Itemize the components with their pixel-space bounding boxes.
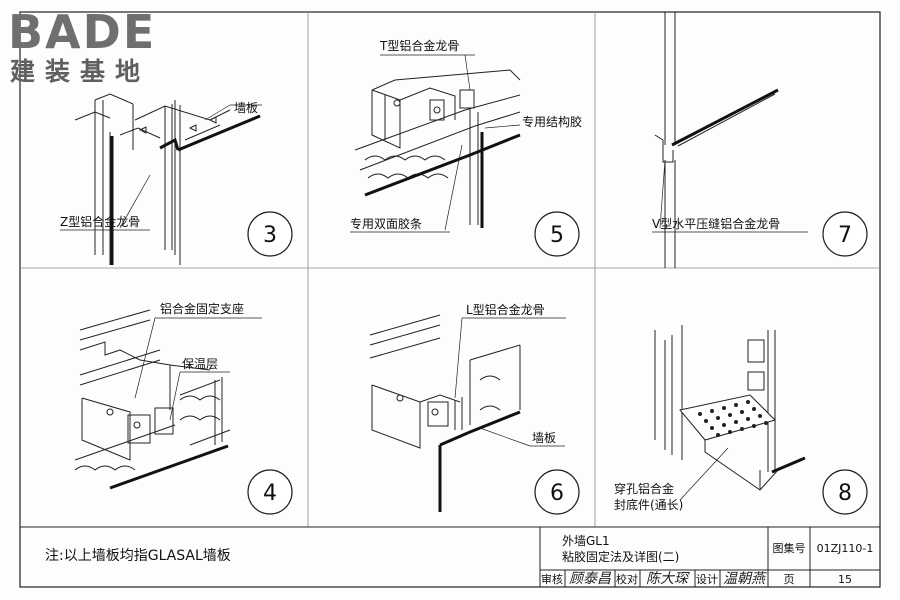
callout-label: 专用双面胶条 [350,216,422,231]
detail-number-circle [247,469,293,515]
general-note: 注:以上墙板均指GLASAL墙板 [45,548,231,564]
detail-number-circle [534,469,580,515]
detail-number: 3 [263,223,277,248]
detail-number-circle [822,469,868,515]
detail-number: 5 [550,223,564,248]
detail-number: 8 [838,481,852,506]
callout-label: 墙板 [532,431,556,445]
detail-panel-4: 铝合金固定支座 保温层 4 [74,301,293,515]
page-label: 页 [784,573,795,586]
callout-label: 穿孔铝合金 [614,481,674,496]
check-signature: 陈大琛 [646,571,690,587]
design-label: 设计 [696,573,718,586]
check-label: 校对 [616,572,638,586]
detail-panel-3: 墙板 Z型铝合金龙骨 3 [60,93,293,265]
page-number: 15 [838,573,852,586]
drawing-title-line2: 粘胶固定法及详图(二) [562,549,679,564]
review-signature: 顾泰昌 [569,571,612,587]
detail-number-circle [822,211,868,257]
detail-number: 4 [263,481,277,506]
detail-panel-5: T型铝合金龙骨 专用结构胶 专用双面胶条 5 [350,38,582,257]
callout-label: 封底件(通长) [614,497,683,512]
detail-panel-8: 穿孔铝合金 封底件(通长) 8 [614,325,868,515]
detail-number: 6 [550,481,564,506]
perforation-pattern [698,400,768,437]
callout-label: 保温层 [182,357,218,371]
detail-number-circle [247,211,293,257]
atlas-number-label: 图集号 [773,541,806,555]
callout-label: L型铝合金龙骨 [466,302,545,317]
callout-label: T型铝合金龙骨 [379,38,459,53]
detail-panel-7: V型水平压缝铝合金龙骨 7 [652,12,868,268]
review-label: 审核 [541,572,563,586]
detail-number-circle [534,211,580,257]
sheet-border [19,11,881,588]
logo: BADE 建装基地 [8,5,156,86]
callout-label: 铝合金固定支座 [160,301,244,316]
logo-main-text: BADE [8,5,156,59]
detail-panel-6: L型铝合金龙骨 墙板 6 [369,302,580,515]
callout-label: V型水平压缝铝合金龙骨 [652,216,780,231]
detail-number: 7 [838,223,852,248]
callout-label: 墙板 [234,101,258,115]
callout-label: 专用结构胶 [522,114,582,129]
drawing-title-line1: 外墙GL1 [562,534,610,548]
design-signature: 温朝燕 [723,571,767,587]
callout-label: Z型铝合金龙骨 [60,214,140,229]
atlas-number: 01ZJ110-1 [817,542,874,555]
title-block [539,527,880,587]
logo-sub-text: 建装基地 [10,57,150,86]
